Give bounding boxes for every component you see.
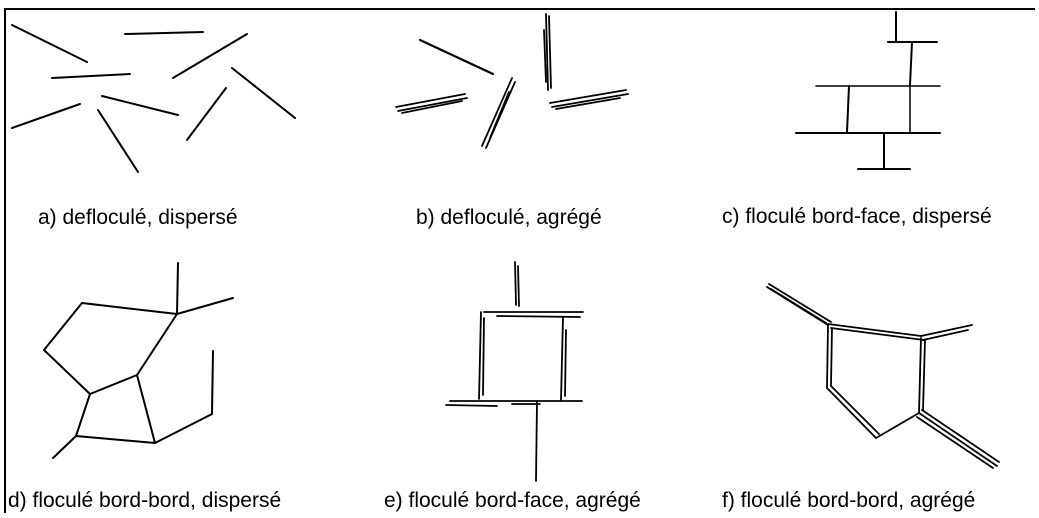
figure-frame [4, 8, 1035, 513]
panel-e-particles [445, 261, 584, 482]
caption-f: f) floculé bord-bord, agrégé [722, 489, 976, 512]
panel-d-particles [43, 262, 234, 459]
caption-a: a) defloculé, dispersé [38, 206, 238, 229]
panel-f-particles [766, 283, 1000, 469]
panel-b-particles [395, 13, 629, 149]
panel-c-particles [795, 11, 941, 170]
caption-d: d) floculé bord-bord, dispersé [8, 489, 282, 512]
caption-c: c) floculé bord-face, dispersé [722, 205, 992, 228]
caption-e: e) floculé bord-face, agrégé [384, 489, 641, 512]
panel-a-particles [11, 24, 296, 173]
caption-b: b) defloculé, agrégé [416, 206, 602, 229]
